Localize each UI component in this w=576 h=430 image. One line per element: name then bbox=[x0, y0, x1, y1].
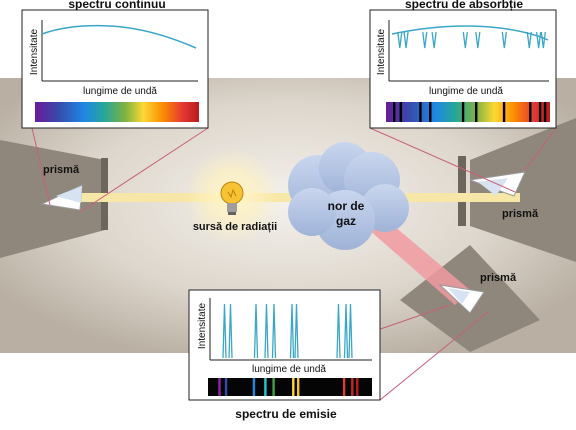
absorption-line bbox=[461, 102, 465, 122]
continuous-spectrum-panel: spectru continuu Intensitate lungime de … bbox=[21, 0, 209, 129]
prism-label-left: prismă bbox=[43, 164, 80, 176]
absorption-line bbox=[399, 102, 402, 122]
continuous-curve bbox=[41, 24, 197, 49]
absorption-line bbox=[429, 102, 432, 122]
absorption-dip bbox=[462, 31, 468, 49]
emission-line bbox=[356, 378, 359, 396]
emission-lines bbox=[218, 378, 359, 396]
emission-peak bbox=[253, 303, 259, 359]
source-label: sursă de radiații bbox=[193, 221, 277, 233]
absorption-spectrum-panel: spectru de absorbție Intensitate lungime… bbox=[369, 0, 557, 129]
emission-peak bbox=[348, 303, 353, 359]
absorption-line bbox=[543, 102, 547, 122]
emission-x-axis-label: lungime de undă bbox=[252, 364, 326, 375]
absorption-lines bbox=[393, 102, 547, 122]
continuous-y-axis-label: Intensitate bbox=[29, 28, 40, 75]
emission-line bbox=[218, 378, 221, 396]
continuous-title: spectru continuu bbox=[68, 0, 165, 11]
absorption-title: spectru de absorbție bbox=[405, 0, 523, 11]
emission-spectrum-panel: spectru de emisie Intensitate lungime de… bbox=[188, 289, 381, 421]
absorption-dip bbox=[526, 31, 532, 49]
gas-cloud bbox=[288, 142, 409, 250]
prism-left bbox=[40, 184, 83, 211]
emission-peak bbox=[294, 303, 299, 359]
absorption-x-axis-label: lungime de undă bbox=[429, 86, 503, 97]
absorption-line bbox=[529, 102, 532, 122]
emission-peak bbox=[336, 303, 341, 359]
cloud-label-line1: nor de bbox=[328, 199, 365, 213]
emission-peak bbox=[222, 303, 227, 359]
emission-title: spectru de emisie bbox=[235, 407, 337, 421]
absorption-y-axis-label: Intensitate bbox=[376, 28, 387, 75]
emission-beam bbox=[360, 210, 470, 305]
emission-line bbox=[264, 378, 267, 396]
continuous-x-axis-label: lungime de undă bbox=[83, 86, 157, 97]
emission-peak bbox=[271, 303, 277, 359]
absorption-dip bbox=[431, 31, 437, 49]
absorption-dip bbox=[535, 31, 542, 49]
absorption-spectrum-bar bbox=[386, 102, 550, 122]
absorption-dip bbox=[397, 31, 403, 49]
emission-peak bbox=[228, 303, 233, 359]
right-viewer-shadow bbox=[470, 118, 576, 262]
emission-peak bbox=[264, 303, 269, 359]
prism-label-right: prismă bbox=[502, 208, 539, 220]
absorption-line bbox=[393, 102, 396, 122]
emission-peak bbox=[289, 303, 295, 359]
emission-peaks bbox=[222, 303, 353, 359]
absorption-dip bbox=[540, 31, 546, 49]
prism-label-bottom: prismă bbox=[480, 272, 517, 284]
emission-peak bbox=[343, 303, 349, 359]
emission-line bbox=[252, 378, 256, 396]
cloud-label-line2: gaz bbox=[336, 214, 356, 228]
emission-line bbox=[272, 378, 275, 396]
absorption-dip bbox=[403, 31, 409, 49]
absorption-line bbox=[419, 102, 422, 122]
right-screen bbox=[458, 156, 466, 226]
absorption-dips bbox=[397, 31, 546, 49]
emission-line bbox=[292, 378, 295, 396]
emission-line bbox=[342, 378, 346, 396]
emission-line bbox=[224, 378, 228, 396]
absorption-dip bbox=[475, 31, 481, 49]
absorption-dip bbox=[501, 31, 507, 49]
emission-line bbox=[297, 378, 300, 396]
prism-bottom bbox=[438, 284, 485, 314]
absorption-curve bbox=[391, 25, 549, 41]
emission-y-axis-label: Intensitate bbox=[197, 302, 208, 349]
absorption-line bbox=[475, 102, 478, 122]
emission-spectrum-bar bbox=[208, 378, 372, 396]
emission-line bbox=[351, 378, 354, 396]
absorption-line bbox=[538, 102, 542, 122]
continuous-spectrum-bar bbox=[35, 102, 199, 122]
absorption-dip bbox=[422, 31, 428, 49]
lightbulb-icon bbox=[220, 181, 244, 215]
absorption-line bbox=[502, 102, 506, 122]
